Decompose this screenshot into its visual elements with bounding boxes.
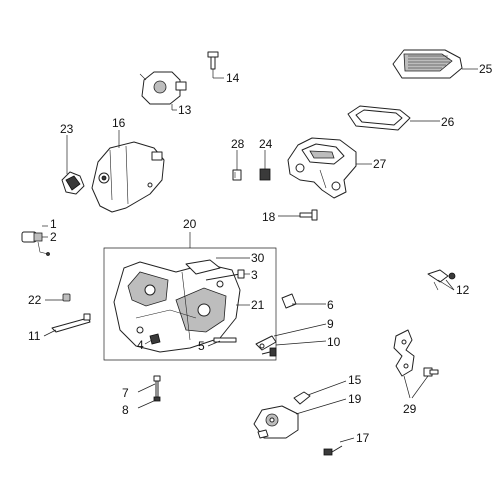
label-12: 12	[456, 283, 470, 297]
part-21-chassis	[113, 261, 241, 353]
part-10-screw	[261, 347, 277, 357]
part-5-pin	[213, 337, 237, 343]
part-4-nut	[149, 333, 161, 345]
label-15: 15	[348, 373, 362, 387]
label-3: 3	[251, 268, 258, 282]
part-26-gasket	[347, 105, 411, 131]
label-24: 24	[259, 137, 273, 151]
label-17: 17	[356, 431, 370, 445]
label-6: 6	[327, 298, 334, 312]
part-14-bolt	[207, 51, 219, 70]
part-11-throttle-rod	[51, 313, 91, 333]
label-20: 20	[183, 217, 197, 231]
part-30-plate	[185, 259, 221, 275]
part-6-sleeve	[281, 293, 297, 309]
label-21: 21	[251, 298, 265, 312]
label-28: 28	[231, 137, 245, 151]
part-18-screw	[299, 209, 318, 221]
part-23-choke-knob	[61, 171, 85, 195]
part-28-clip	[232, 169, 242, 181]
part-9-lever	[255, 335, 277, 351]
part-17-screw	[323, 445, 343, 456]
label-10: 10	[327, 335, 341, 349]
part-19-assembly	[253, 405, 299, 439]
label-13: 13	[178, 103, 192, 117]
label-9: 9	[327, 317, 334, 331]
part-25-air-filter	[392, 49, 463, 79]
label-1: 1	[50, 217, 57, 231]
label-27: 27	[373, 157, 387, 171]
part-12-linkage	[427, 269, 456, 291]
part-22-plug	[62, 293, 71, 302]
label-14: 14	[226, 71, 240, 85]
label-18: 18	[262, 210, 276, 224]
label-26: 26	[441, 115, 455, 129]
label-23: 23	[60, 122, 74, 136]
label-4: 4	[137, 338, 144, 352]
label-7: 7	[122, 386, 129, 400]
label-8: 8	[122, 403, 129, 417]
part-15-spring	[293, 391, 311, 405]
part-13-carburettor	[139, 71, 187, 105]
label-25: 25	[479, 62, 493, 76]
label-19: 19	[348, 392, 362, 406]
label-2: 2	[50, 230, 57, 244]
label-16: 16	[112, 116, 126, 130]
part-29-bracket	[393, 329, 439, 377]
label-5: 5	[198, 339, 205, 353]
part-7-8-bolt	[153, 375, 161, 402]
part-24-clip	[259, 168, 271, 181]
part-2-switch	[21, 231, 50, 256]
bracket-20	[103, 232, 277, 361]
label-29: 29	[403, 402, 417, 416]
part-27-intake-housing	[287, 137, 357, 199]
part-16-top-cover	[91, 141, 165, 213]
label-30: 30	[251, 251, 265, 265]
label-11: 11	[28, 329, 41, 343]
label-22: 22	[28, 293, 42, 307]
